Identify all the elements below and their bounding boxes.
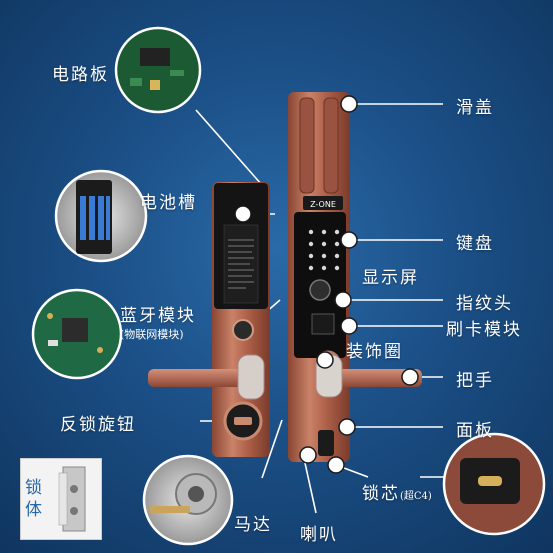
label-speaker: 喇叭 bbox=[300, 525, 338, 545]
marker-slide-cover bbox=[340, 95, 358, 113]
label-decorative-ring: 装饰圈 bbox=[346, 342, 403, 362]
callout-markers bbox=[234, 95, 419, 474]
label-iot: (物联网模块) bbox=[120, 328, 184, 341]
marker-battery bbox=[234, 205, 252, 223]
label-anti-lock-knob: 反锁旋钮 bbox=[60, 415, 136, 435]
marker-fingerprint bbox=[334, 291, 352, 309]
label-slide-cover: 滑盖 bbox=[456, 98, 494, 118]
label-handle: 把手 bbox=[456, 371, 494, 391]
interior-lock bbox=[148, 182, 270, 457]
label-display: 显示屏 bbox=[362, 268, 419, 288]
exterior-lock: Z-ONE bbox=[288, 92, 422, 462]
label-fingerprint: 指纹头 bbox=[456, 294, 513, 314]
label-keypad: 键盘 bbox=[456, 234, 494, 254]
zoom-battery bbox=[54, 169, 148, 263]
brand-logo: Z-ONE bbox=[310, 200, 336, 209]
marker-speaker bbox=[299, 446, 317, 464]
marker-lock-core bbox=[327, 456, 345, 474]
label-circuit-board: 电路板 bbox=[52, 65, 109, 85]
zoom-bluetooth bbox=[31, 288, 123, 380]
marker-card-reader bbox=[340, 317, 358, 335]
label-lock-core: 锁芯(超C4) bbox=[362, 484, 432, 504]
leader-circuit-board bbox=[195, 109, 263, 186]
zoom-lock-core bbox=[442, 432, 546, 536]
zoom-motor bbox=[142, 454, 234, 546]
marker-panel bbox=[338, 418, 356, 436]
label-card-reader: 刷卡模块 bbox=[446, 320, 522, 340]
leader-motor bbox=[261, 419, 283, 479]
label-lock-body: 锁体 bbox=[25, 478, 42, 520]
label-bluetooth: 蓝牙模块 bbox=[120, 306, 196, 326]
marker-decorative-ring bbox=[316, 351, 334, 369]
zoom-circuit-board bbox=[114, 26, 202, 114]
label-panel: 面板 bbox=[456, 421, 494, 441]
keypad-keys bbox=[308, 229, 340, 271]
marker-keypad bbox=[340, 231, 358, 249]
marker-handle bbox=[401, 368, 419, 386]
label-battery-slot: 电池槽 bbox=[140, 193, 197, 213]
label-motor: 马达 bbox=[234, 515, 272, 535]
leader-speaker bbox=[304, 462, 317, 514]
lock-body-photo: 锁体 bbox=[20, 458, 102, 540]
